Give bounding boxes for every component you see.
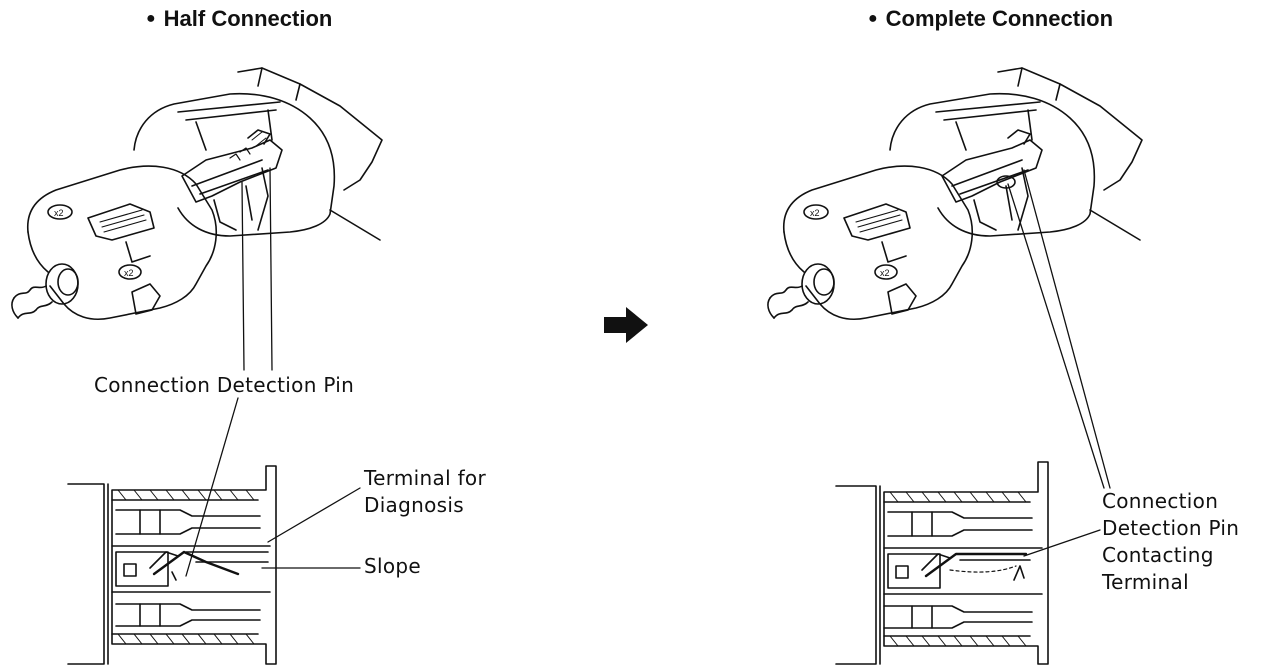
contacting-terminal-label-line4: Terminal [1102,570,1189,594]
terminal-for-diagnosis-label-line1: Terminal for [364,466,486,490]
svg-text:x2: x2 [880,268,890,278]
complete-connection-connector-drawing: x2 x2 [767,67,1143,489]
svg-text:x2: x2 [810,208,820,218]
svg-text:x2: x2 [124,268,134,278]
slope-label: Slope [364,554,421,578]
connection-detection-pin-label: Connection Detection Pin [94,373,355,397]
half-connection-connector-drawing: x2 x2 [11,67,383,577]
half-connection-title-text: Half Connection [163,6,333,31]
terminal-for-diagnosis-label-line2: Diagnosis [364,493,464,517]
bullet-icon: ● [146,10,156,27]
contacting-terminal-label-line2: Detection Pin [1102,516,1240,540]
complete-connection-title: ● Complete Connection [868,6,1113,32]
contacting-terminal-label-line1: Connection [1102,489,1219,513]
arrow-right-icon [604,307,648,343]
bullet-icon: ● [868,10,878,27]
contacting-terminal-label-line3: Contacting [1102,543,1214,567]
complete-connection-title-text: Complete Connection [885,6,1114,31]
half-connection-title: ● Half Connection [146,6,332,32]
half-connection-cross-section [67,465,361,665]
svg-text:x2: x2 [54,208,64,218]
complete-connection-cross-section [835,461,1101,665]
